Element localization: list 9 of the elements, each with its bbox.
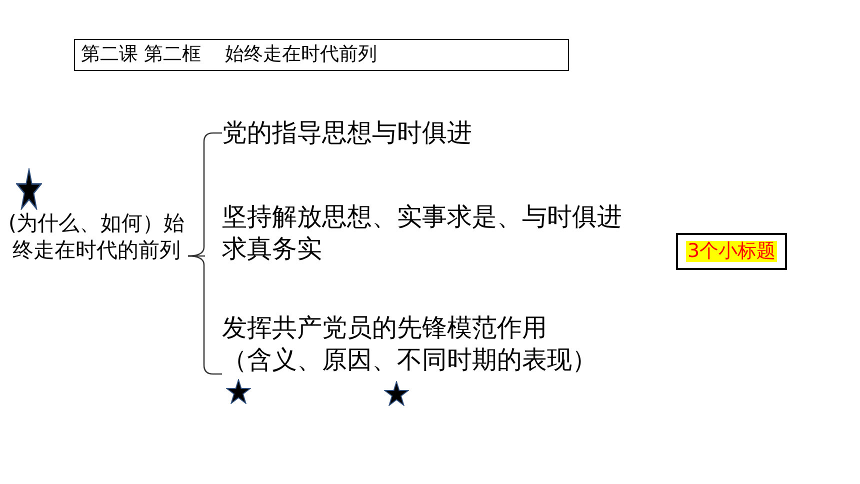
- brace-line: [188, 255, 222, 375]
- topic-text: (为什么、如何）始终走在时代的前列: [5, 210, 188, 264]
- title-box: 第二课 第二框 始终走在时代前列: [74, 39, 569, 71]
- note-text: （含义、原因、不同时期的表现）: [222, 344, 597, 376]
- label-frame: [676, 233, 787, 270]
- highlight-label: 3个小标题: [686, 241, 777, 262]
- item-text: 坚持解放思想、实事求是、与时俱进求真务实: [222, 201, 623, 265]
- item-text: 党的指导思想与时俱进: [222, 117, 472, 149]
- item-text: 发挥共产党员的先锋模范作用: [222, 312, 548, 344]
